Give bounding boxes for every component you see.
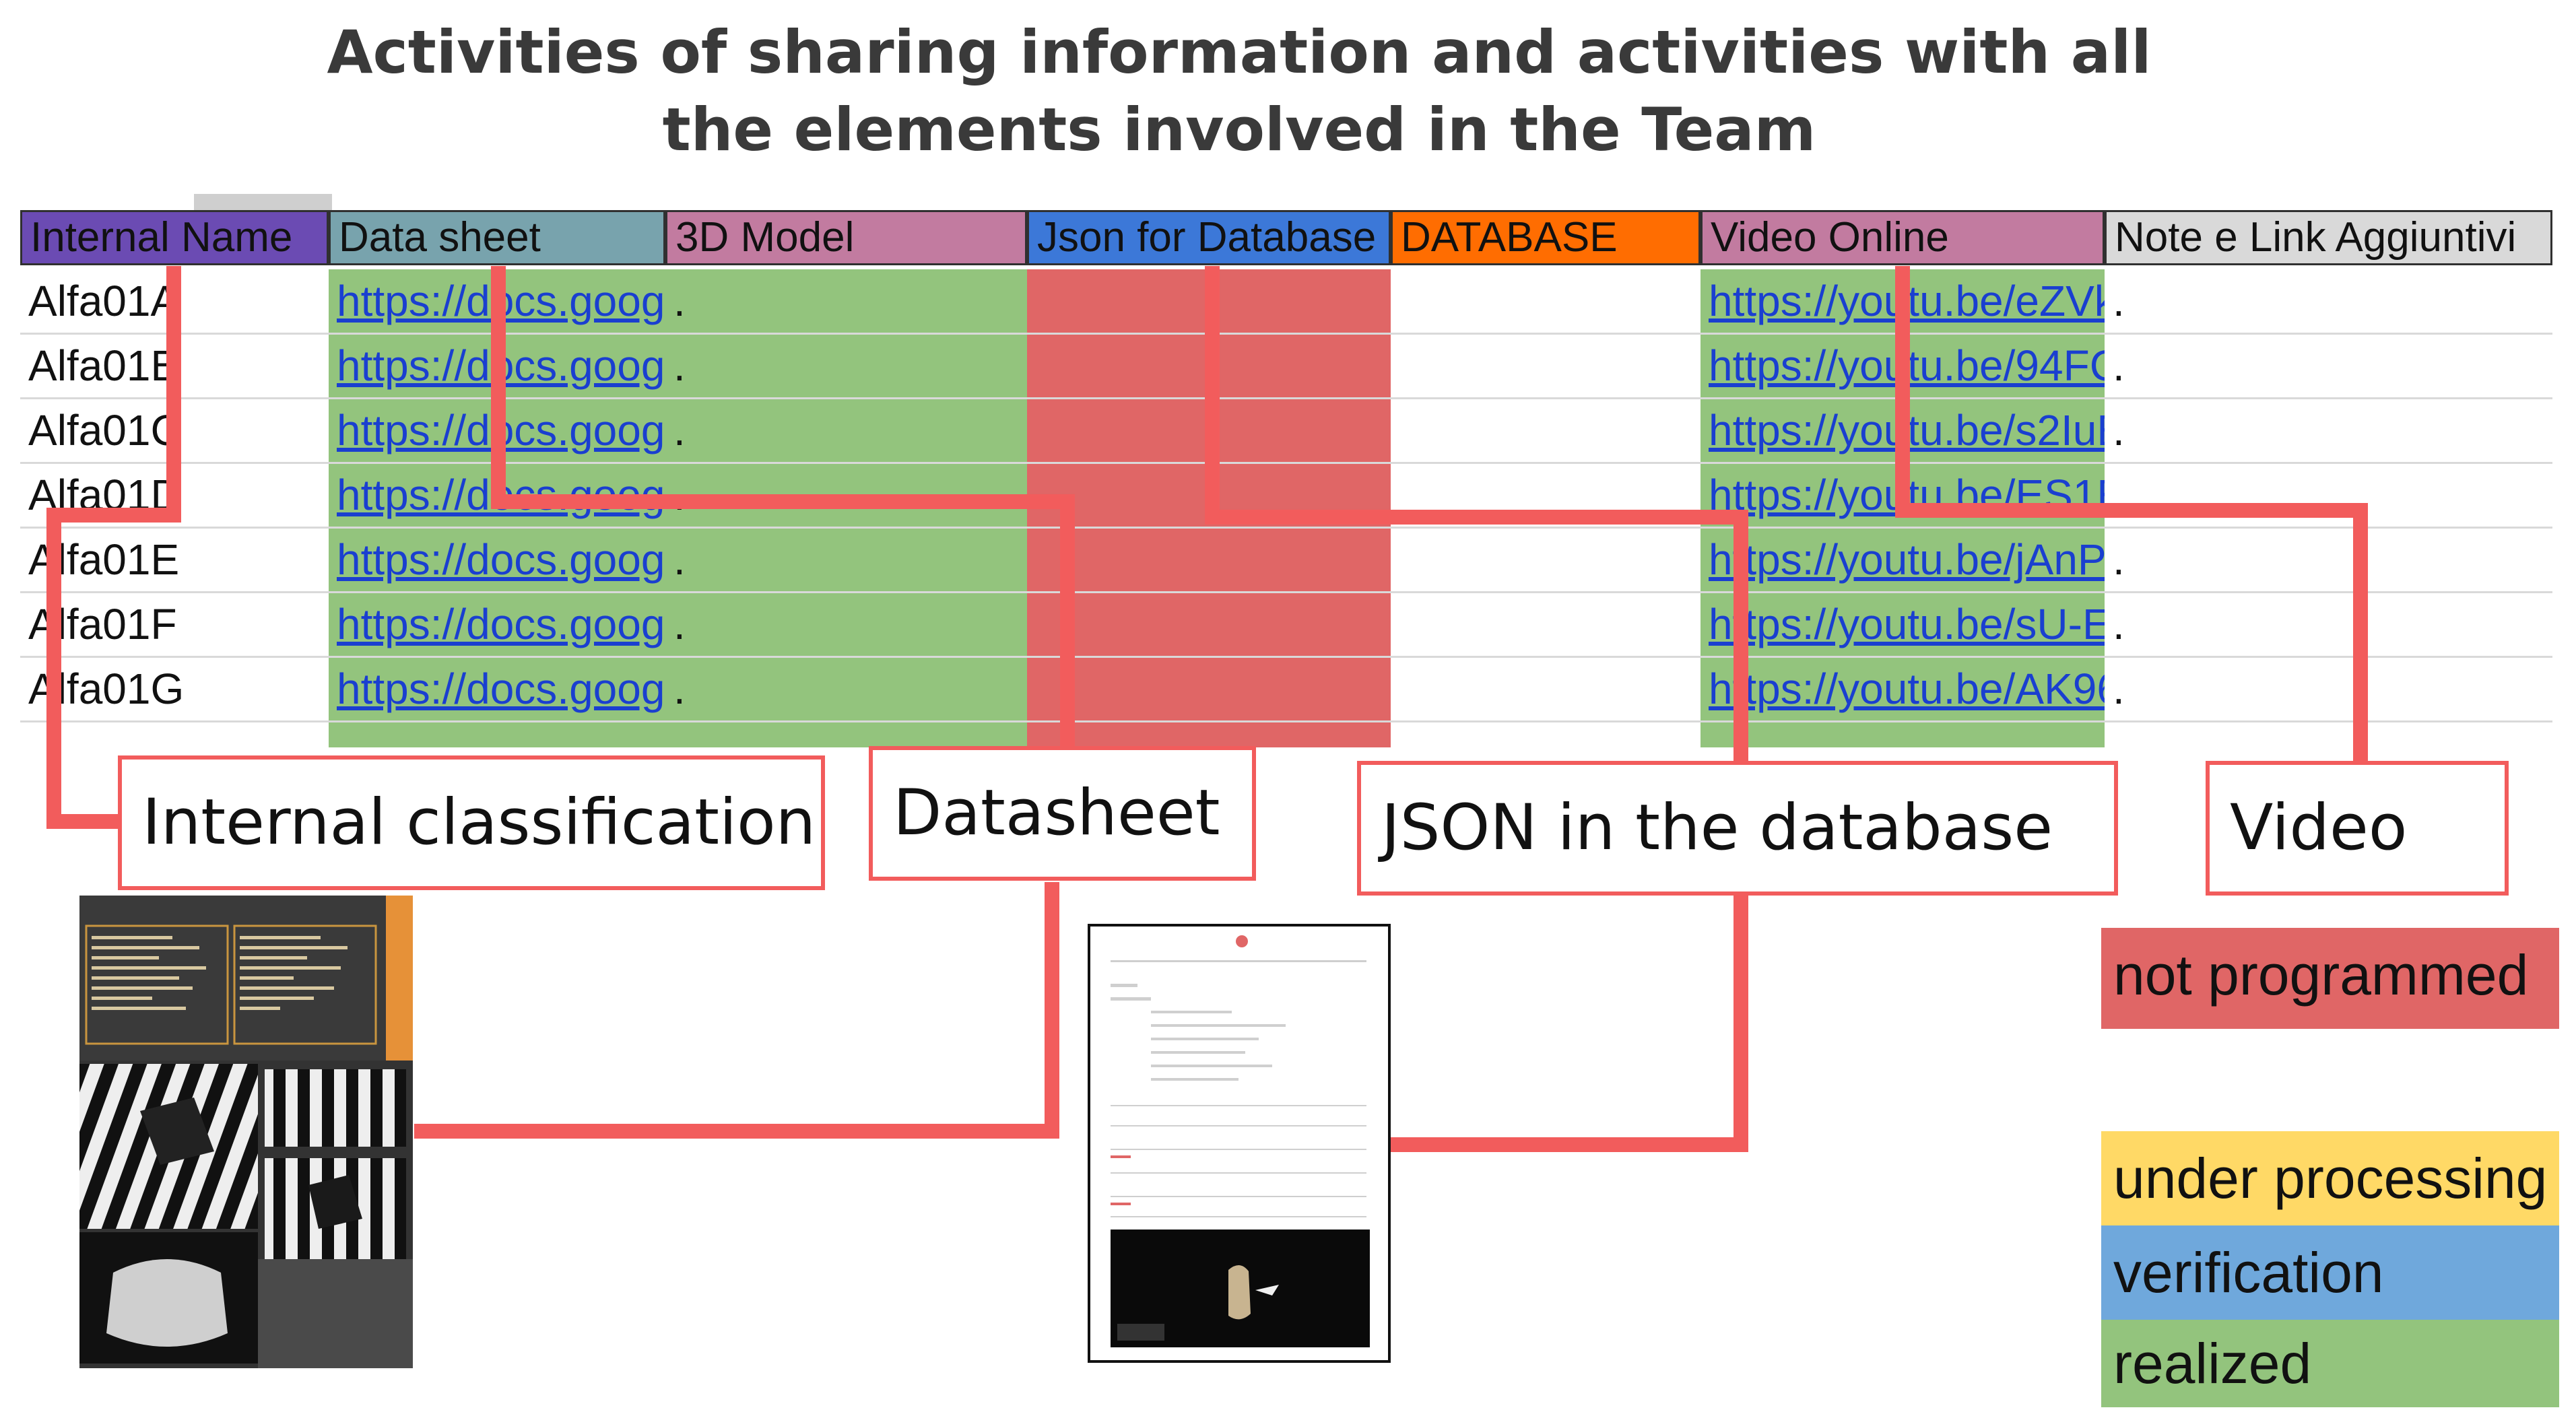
legend-not-programmed: not programmed (2101, 928, 2559, 1029)
row-divider (20, 527, 2552, 529)
cell-note: . (2113, 277, 2125, 325)
column-header[interactable]: 3D Model (665, 210, 1027, 265)
cell-internal-name: Alfa01B (28, 341, 180, 390)
legend-label: not programmed (2113, 943, 2529, 1007)
legend-realized: realized (2101, 1320, 2559, 1407)
datasheet-preview-image (79, 896, 413, 1368)
cell-3d-model: . (673, 277, 686, 325)
cell-3d-model: . (673, 406, 686, 454)
callout-datasheet: Datasheet (869, 746, 1256, 881)
cell-datasheet-link[interactable]: https://docs.googl (337, 600, 665, 648)
column-header[interactable]: DATABASE (1391, 210, 1700, 265)
cell-note: . (2113, 600, 2125, 648)
cell-3d-model: . (673, 600, 686, 648)
connector-json-bottom (1391, 896, 1748, 1152)
callout-internal-label: Internal classification (142, 786, 816, 859)
row-divider (20, 462, 2552, 464)
column-header[interactable]: Video Online (1700, 210, 2105, 265)
row-divider (20, 333, 2552, 335)
cell-video-link[interactable]: https://youtu.be/jAnPC (1709, 535, 2105, 584)
callout-json-database: JSON in the database (1357, 761, 2118, 896)
column-header[interactable]: Note e Link Aggiuntivi (2105, 210, 2552, 265)
cell-3d-model: . (673, 535, 686, 584)
cell-note: . (2113, 665, 2125, 713)
row-divider (20, 397, 2552, 399)
database-record-preview-image (1088, 924, 1391, 1363)
title-line-1: Activities of sharing information and ac… (327, 18, 2152, 87)
row-divider (20, 591, 2552, 593)
cell-note: . (2113, 535, 2125, 584)
connector-video-top (1895, 266, 2368, 761)
connector-json-top (1205, 266, 1748, 764)
legend-label: under processing (2113, 1147, 2548, 1210)
cell-internal-name: Alfa01A (28, 277, 180, 325)
cell-note: . (2113, 406, 2125, 454)
column-header[interactable]: Json for Database (1027, 210, 1391, 265)
legend-verification: verification (2101, 1225, 2559, 1320)
cell-video-link[interactable]: https://youtu.be/sU-E2 (1709, 600, 2105, 648)
callout-video: Video (2206, 761, 2509, 896)
callout-internal-classification: Internal classification (118, 755, 825, 890)
row-divider (20, 720, 2552, 722)
cell-note: . (2113, 341, 2125, 390)
cell-datasheet-link[interactable]: https://docs.googl (337, 535, 665, 584)
callout-datasheet-label: Datasheet (893, 776, 1220, 850)
cell-3d-model: . (673, 665, 686, 713)
connector-datasheet-top (491, 266, 1075, 749)
column-selector-shade (194, 194, 332, 210)
cell-internal-name: Alfa01C (28, 406, 182, 454)
cell-video-link[interactable]: https://youtu.be/AK96 (1709, 665, 2105, 713)
page-title: Activities of sharing information and ac… (202, 13, 2276, 168)
callout-json-label: JSON in the database (1381, 791, 2053, 865)
column-header[interactable]: Internal Name (20, 210, 329, 265)
connector-datasheet-bottom (414, 882, 1059, 1139)
connector-internal (46, 266, 181, 829)
column-header[interactable]: Data sheet (329, 210, 665, 265)
callout-video-label: Video (2230, 791, 2408, 865)
cell-3d-model: . (673, 341, 686, 390)
cell-datasheet-link[interactable]: https://docs.googl (337, 665, 665, 713)
legend-label: verification (2113, 1241, 2384, 1304)
legend-under-processing: under processing (2101, 1131, 2559, 1225)
title-line-2: the elements involved in the Team (662, 95, 1816, 164)
legend-label: realized (2113, 1332, 2312, 1395)
row-divider (20, 656, 2552, 658)
